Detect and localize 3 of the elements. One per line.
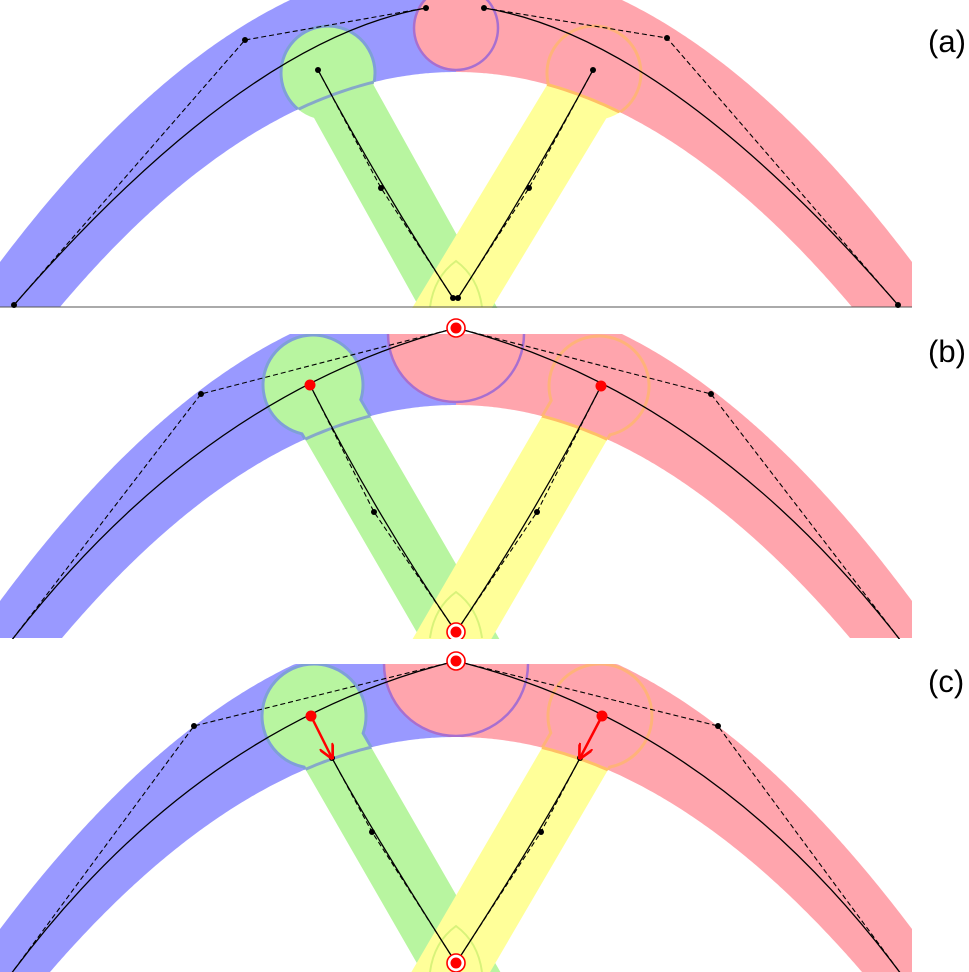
panel-label: (c)	[928, 664, 964, 700]
panel-label: (a)	[928, 24, 966, 60]
panel-label: (b)	[928, 334, 966, 370]
